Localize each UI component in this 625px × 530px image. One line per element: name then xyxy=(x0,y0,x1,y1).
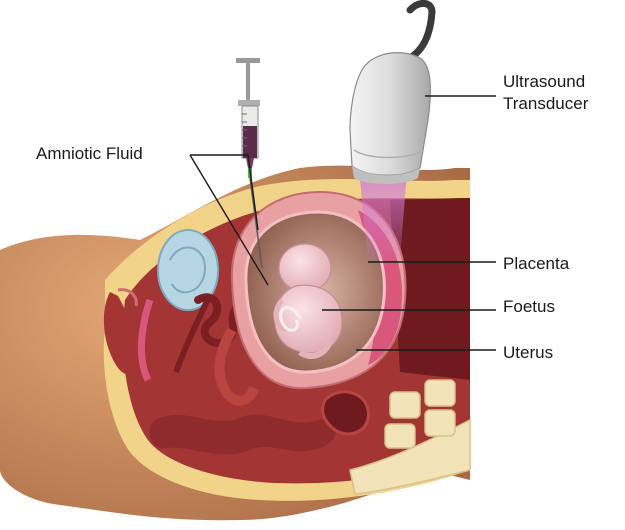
label-amniotic-fluid: Amniotic Fluid xyxy=(36,143,143,164)
ultrasound-transducer xyxy=(350,3,432,184)
label-ultrasound-transducer-line2: Transducer xyxy=(503,93,588,114)
label-ultrasound-transducer-line1: Ultrasound xyxy=(503,71,585,92)
label-placenta: Placenta xyxy=(503,253,569,274)
label-uterus: Uterus xyxy=(503,342,553,363)
label-foetus: Foetus xyxy=(503,296,555,317)
